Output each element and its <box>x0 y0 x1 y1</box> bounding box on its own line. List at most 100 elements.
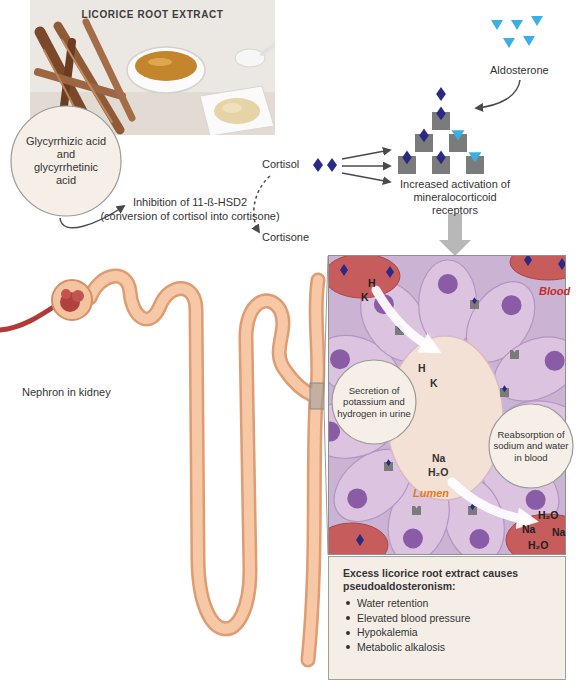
cell-shape <box>438 274 458 294</box>
label-text: Cortisone <box>262 231 309 244</box>
receptor-symbol <box>412 506 421 515</box>
aldosterone-symbol <box>531 16 543 26</box>
receptor-symbol <box>502 385 507 392</box>
nephron-illustration <box>61 289 71 299</box>
node-text: Glycyrrhizic acid and glycyrrhetinic aci… <box>24 135 108 188</box>
receptor-symbol <box>419 129 429 143</box>
process-circle: Secretion of potassium and hydrogen in u… <box>331 359 417 445</box>
bullet-dot <box>346 616 350 620</box>
bullet-dot <box>346 601 350 605</box>
cortisol-symbol <box>524 255 532 266</box>
receptor-symbol <box>436 151 446 165</box>
licorice-photo <box>200 86 274 135</box>
blood-vessel <box>510 255 566 280</box>
circle-outline <box>332 360 416 444</box>
aldosterone-symbol <box>523 36 535 46</box>
down-arrow <box>439 214 471 256</box>
cell-shape <box>469 529 489 549</box>
licorice-photo <box>235 49 265 67</box>
zoom-lines <box>310 256 328 555</box>
text-area: Reabsorption of sodium and water in bloo… <box>488 403 574 489</box>
cell-illustration <box>328 255 566 555</box>
bullet-item: Elevated blood pressure <box>343 612 553 625</box>
licorice-photo <box>222 103 242 113</box>
label-text: H₂O <box>528 539 548 552</box>
text-area: Glycyrrhizic acid and glycyrrhetinic aci… <box>10 105 122 217</box>
flow-arrow <box>342 173 390 182</box>
receptor-symbol <box>452 130 465 140</box>
bullet-item: Metabolic alkalosis <box>343 641 553 654</box>
receptor-symbol <box>472 297 477 304</box>
blood-vessel <box>328 255 400 298</box>
nephron-illustration <box>0 304 58 330</box>
label-text: H <box>418 362 426 375</box>
receptor-symbol <box>398 87 484 174</box>
flow-arrow <box>254 176 270 232</box>
circle-outline <box>11 106 121 216</box>
node-text: Excess licorice root extract causes pseu… <box>343 567 553 592</box>
blood-vessel <box>328 523 388 555</box>
bullet-dot <box>346 631 350 635</box>
nephron-illustration <box>52 280 92 320</box>
cortisol-symbol <box>313 158 323 172</box>
licorice-photo <box>86 22 132 118</box>
blood-vessel <box>328 255 566 555</box>
label-text: K <box>361 291 369 304</box>
licorice-photo <box>148 58 172 66</box>
receptor-symbol <box>510 350 519 359</box>
node-text: Lumen <box>413 487 449 500</box>
label-text: H <box>368 277 376 290</box>
label-text: K <box>430 377 438 390</box>
bullet-dot <box>346 645 350 649</box>
nephron-illustration <box>308 280 318 660</box>
licorice-photo <box>127 47 205 93</box>
aldosterone-symbol <box>491 16 543 48</box>
label-text: Aldosterone <box>490 64 549 77</box>
cell-shape <box>502 295 522 315</box>
aldosterone-symbol <box>511 20 523 30</box>
label-text: Na <box>522 523 535 536</box>
licorice-photo <box>135 51 197 81</box>
circle-outline <box>489 404 573 488</box>
cell-shape <box>347 488 367 508</box>
compound-circle: Glycyrrhizic acid and glycyrrhetinic aci… <box>10 105 122 217</box>
label-text: H₂O <box>538 509 558 522</box>
effects-box: Excess licorice root extract causes pseu… <box>328 556 566 680</box>
node-text: Reabsorption of sodium and water in bloo… <box>492 429 570 463</box>
cortisol-symbol <box>356 534 364 546</box>
aldosterone-symbol <box>503 38 515 48</box>
label-text: Na <box>552 526 565 539</box>
nephron-illustration <box>0 276 318 660</box>
zoom-lines <box>310 383 324 409</box>
nephron-illustration <box>308 280 318 660</box>
nephron-illustration <box>90 276 314 629</box>
cell-shape <box>330 349 350 369</box>
flow-arrow <box>476 80 520 108</box>
licorice-photo <box>262 44 275 54</box>
transport-arrow <box>452 482 528 520</box>
node-text: Blood <box>539 285 570 298</box>
label-text: (conversion of cortisol into cortisone) <box>75 210 305 223</box>
label-text: Cortisol <box>262 158 299 171</box>
zoom-panel: BloodLumenSecretion of potassium and hyd… <box>328 255 566 555</box>
flow-arrow <box>60 80 520 232</box>
label-text: Inhibition of 11-ß-HSD2 <box>75 196 305 209</box>
nephron-illustration <box>72 290 84 302</box>
node-text: LICORICE ROOT EXTRACT <box>30 9 275 21</box>
receptor-symbol <box>402 151 412 165</box>
licorice-photo <box>214 98 260 124</box>
aldosterone-symbol <box>491 20 503 30</box>
receptor-symbol <box>436 107 446 121</box>
process-circle: Reabsorption of sodium and water in bloo… <box>488 403 574 489</box>
cortisol-symbol <box>313 158 337 172</box>
cell-shape <box>526 490 546 510</box>
cortisol-symbol <box>386 266 394 278</box>
label-text: Nephron in kidney <box>22 386 111 399</box>
receptor-symbol <box>436 87 446 101</box>
receptor-symbol <box>469 152 482 162</box>
flow-arrow <box>342 150 390 159</box>
node-text: Secretion of potassium and hydrogen in u… <box>335 385 413 419</box>
